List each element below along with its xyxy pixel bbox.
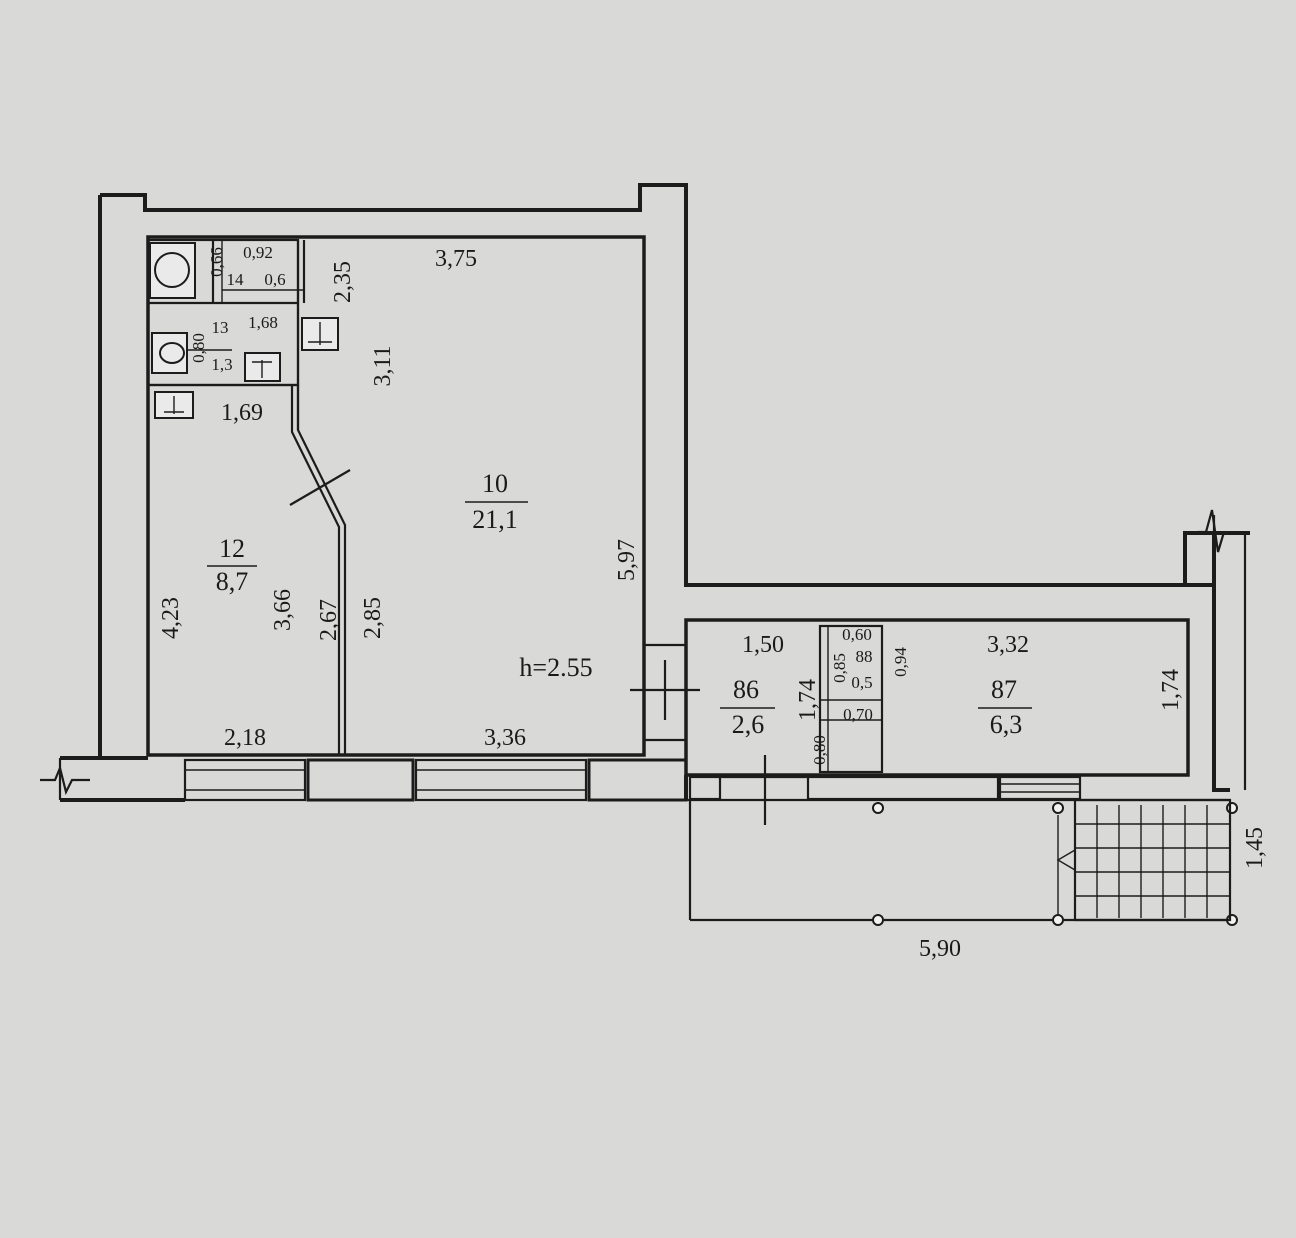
dimension-labels: 3,75 3,11 5,97 3,36 2,18 4,23 3,66 2,67 …: [158, 243, 1268, 962]
room-12-label: 12 8,7: [207, 534, 257, 596]
main-block-walls: [40, 183, 1250, 800]
dim-label: 1,50: [742, 632, 784, 658]
dim-label: 3,66: [270, 589, 296, 631]
dim-label: 0,66: [207, 247, 226, 277]
room-87-number: 87: [991, 675, 1017, 704]
dim-label: 3,36: [484, 725, 526, 751]
room-10-label: 10 21,1: [465, 469, 528, 534]
stairs: [1056, 798, 1232, 922]
room-86-label: 86 2,6: [720, 675, 775, 739]
room-12-area: 8,7: [216, 567, 249, 596]
plumbing-fixtures: [149, 242, 339, 419]
room-88-label: 88 0,5: [851, 647, 872, 692]
dim-label: 3,32: [987, 632, 1029, 658]
dim-label: 4,23: [158, 597, 184, 639]
main-front-wall: [60, 756, 688, 802]
dim-label: 2,18: [224, 725, 266, 751]
room-14-area: 0,6: [264, 270, 285, 289]
dim-label: 1,68: [248, 313, 278, 332]
room-10-area: 21,1: [472, 505, 518, 534]
dim-label: 2,67: [316, 599, 342, 641]
dim-label: 0,94: [891, 647, 910, 677]
terrace: [688, 800, 1238, 926]
dim-label: 3,11: [370, 345, 396, 386]
dim-label: 2,35: [330, 261, 356, 303]
room-88-area: 0,5: [851, 673, 872, 692]
room-87-label: 87 6,3: [978, 675, 1032, 739]
room-14-label: 14 0,6: [227, 270, 286, 289]
dim-label: 0,70: [843, 705, 873, 724]
closet-88-walls: [818, 624, 884, 774]
dim-label: 1,69: [221, 400, 263, 426]
dim-label: 0,85: [830, 653, 849, 683]
dim-label: 3,75: [435, 246, 477, 272]
room-88-number: 88: [856, 647, 873, 666]
dim-label: 0,60: [842, 625, 872, 644]
ceiling-height-label: h=2.55: [519, 653, 592, 682]
right-block-walls: [684, 533, 1247, 825]
room-13-number: 13: [212, 318, 229, 337]
dim-label: 1,74: [795, 679, 821, 721]
dim-label: 2,85: [360, 597, 386, 639]
room-13-area: 1,3: [211, 355, 232, 374]
dim-label: 0,80: [810, 735, 829, 765]
dim-label: 5,97: [614, 539, 640, 581]
interior-partitions: [146, 238, 351, 755]
dim-label: 5,90: [919, 936, 961, 962]
dim-label: 1,45: [1242, 827, 1268, 869]
dim-label: 0,92: [243, 243, 273, 262]
room-12-number: 12: [219, 534, 245, 563]
passage: [630, 643, 700, 742]
dim-label: 1,74: [1158, 669, 1184, 711]
room-10-number: 10: [482, 469, 508, 498]
room-87-area: 6,3: [990, 710, 1023, 739]
room-86-number: 86: [733, 675, 759, 704]
room-14-number: 14: [227, 270, 245, 289]
room-86-area: 2,6: [732, 710, 765, 739]
room-13-label: 13 1,3: [211, 318, 232, 374]
dim-label: 0,80: [189, 333, 208, 363]
